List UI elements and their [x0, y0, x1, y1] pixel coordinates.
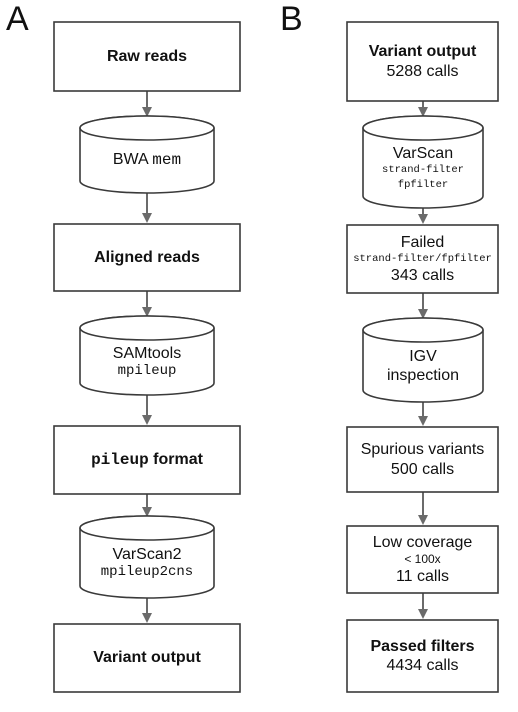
low-coverage-threshold: < 100x: [404, 552, 441, 567]
label-variant-output-b: Variant output 5288 calls: [347, 22, 498, 101]
box-passed-filters: [346, 619, 499, 693]
igv-line-1: IGV: [409, 347, 437, 365]
varscan-cmd-1: strand-filter: [382, 164, 464, 177]
label-samtools: SAMtools mpileup: [80, 340, 214, 383]
bwa-cmd: mem: [152, 151, 182, 170]
label-variant-output-a: Variant output: [54, 624, 240, 692]
aligned-reads-text: Aligned reads: [94, 248, 200, 266]
label-pileup-format: pileup format: [54, 426, 240, 494]
label-bwa-mem: BWA mem: [80, 140, 214, 181]
label-passed-filters: Passed filters 4434 calls: [347, 620, 498, 692]
box-pileup-format: [53, 425, 241, 495]
variant-output-b-calls: 5288 calls: [386, 62, 459, 80]
box-low-coverage: [346, 525, 499, 594]
panel-a-shapes: [53, 21, 241, 693]
box-spurious-variants: [346, 426, 499, 493]
failed-calls: 343 calls: [390, 267, 455, 285]
varscan2-cmd: mpileup2cns: [100, 564, 194, 581]
failed-cmd: strand-filter/fpfilter: [353, 252, 492, 265]
box-variant-output-b: [346, 21, 499, 102]
box-aligned-reads: [53, 223, 241, 292]
panel-b-shapes: [346, 21, 499, 693]
box-variant-output-a: [53, 623, 241, 693]
panel-a-label: A: [6, 0, 29, 38]
failed-title: Failed: [400, 233, 445, 251]
label-aligned-reads: Aligned reads: [54, 224, 240, 291]
label-raw-reads: Raw reads: [54, 22, 240, 91]
passed-calls: 4434 calls: [386, 657, 459, 674]
bwa-name: BWA: [112, 151, 148, 169]
varscan2-name: VarScan2: [112, 546, 182, 563]
passed-title: Passed filters: [370, 637, 475, 655]
spurious-calls: 500 calls: [390, 460, 455, 478]
samtools-name: SAMtools: [112, 344, 182, 362]
variant-output-a-text: Variant output: [93, 649, 201, 667]
label-spurious-variants: Spurious variants 500 calls: [347, 427, 498, 492]
varscan-name: VarScan: [392, 145, 454, 163]
panel-b-label: B: [280, 0, 303, 38]
box-failed: [346, 224, 499, 294]
raw-reads-text: Raw reads: [106, 47, 188, 65]
samtools-cmd: mpileup: [117, 362, 177, 379]
variant-output-b-title: Variant output: [368, 43, 477, 61]
label-igv: IGV inspection: [363, 342, 483, 390]
label-varscan2: VarScan2 mpileup2cns: [80, 540, 214, 586]
box-raw-reads: [53, 21, 241, 92]
varscan-cmd-2: fpfilter: [397, 178, 449, 191]
label-low-coverage: Low coverage < 100x 11 calls: [347, 526, 498, 593]
label-varscan: VarScan strand-filter fpfilter: [363, 140, 483, 196]
low-coverage-calls: 11 calls: [395, 567, 450, 585]
label-failed: Failed strand-filter/fpfilter 343 calls: [347, 225, 498, 293]
pileup-rest: format: [153, 450, 203, 468]
spurious-title: Spurious variants: [360, 441, 485, 459]
pileup-code: pileup: [91, 450, 149, 469]
low-coverage-title: Low coverage: [372, 534, 473, 552]
igv-line-2: inspection: [386, 367, 460, 384]
